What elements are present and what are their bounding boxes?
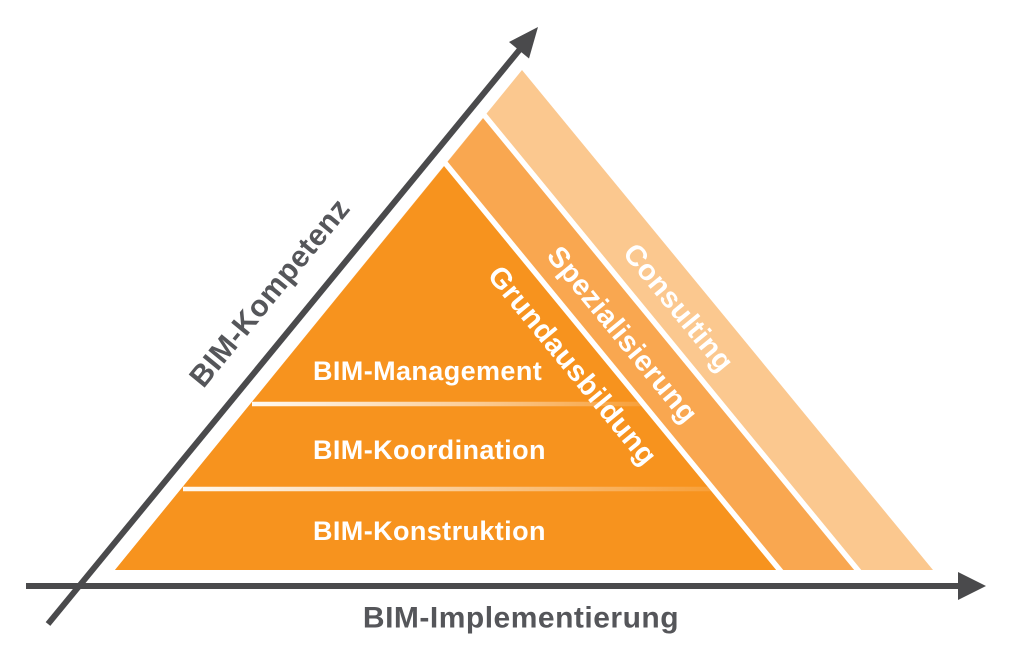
level-label-bim-management: BIM-Management	[313, 356, 542, 386]
y-axis-arrowhead-icon	[509, 27, 538, 59]
x-axis-label: BIM-Implementierung	[363, 602, 679, 635]
level-label-bim-konstruktion: BIM-Konstruktion	[313, 516, 546, 546]
band-separator-spezialisierung-consulting	[477, 108, 864, 576]
band-triangle-grundausbildung	[115, 164, 780, 570]
y-axis-line	[45, 46, 524, 626]
level-label-bim-koordination: BIM-Koordination	[313, 435, 546, 465]
x-axis-arrowhead-icon	[958, 572, 986, 600]
band-separator-grundausbildung-spezialisierung	[438, 156, 786, 576]
